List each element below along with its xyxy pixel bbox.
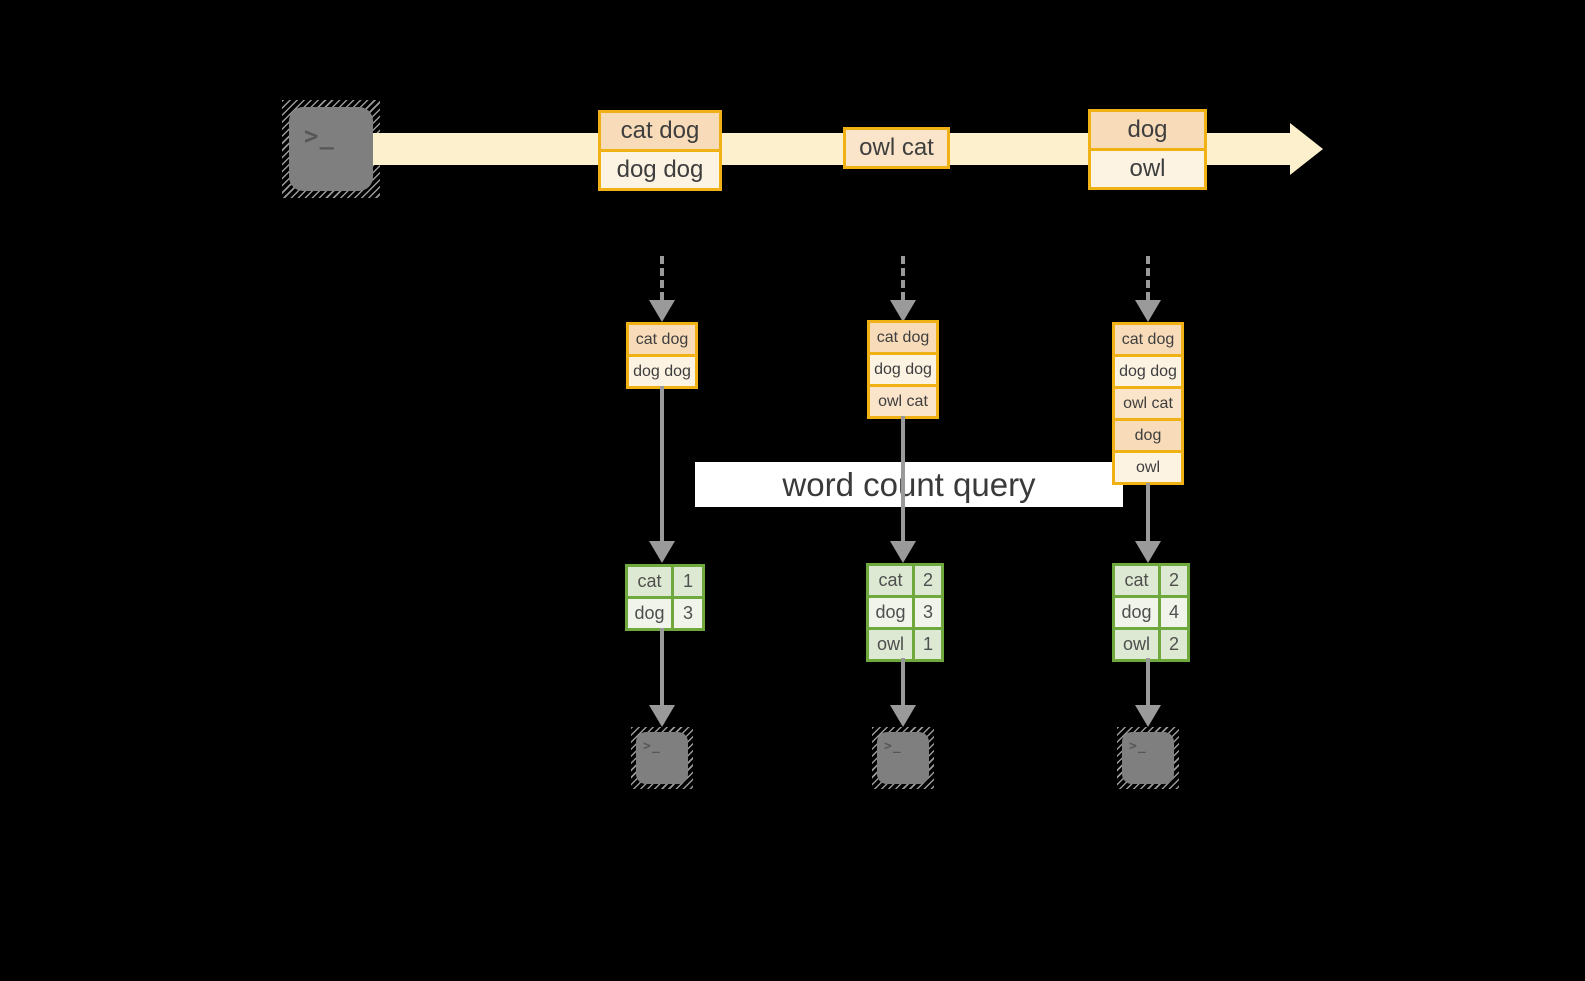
query-arrow-line-3 — [1146, 483, 1150, 541]
result-table-3: cat 2 dog 4 owl 2 — [1112, 563, 1190, 662]
output-arrowhead-icon-2 — [890, 705, 916, 727]
table-row: cat 1 — [628, 567, 702, 596]
stream-event-batch-1: cat dog dog dog — [598, 110, 722, 191]
output-arrow-line-2 — [901, 658, 905, 705]
count-cell: 3 — [915, 598, 941, 627]
query-arrowhead-icon-1 — [649, 541, 675, 563]
stream-record: cat dog — [601, 113, 719, 149]
output-arrow-line-1 — [660, 628, 664, 705]
word-cell: dog — [628, 599, 674, 628]
stream-record: dog dog — [601, 149, 719, 188]
sink-terminal-icon-2: >_ — [872, 727, 934, 789]
word-cell: owl — [869, 630, 915, 659]
terminal-prompt-glyph: >_ — [304, 122, 335, 150]
ingest-arrow-dashed-3 — [1146, 256, 1150, 300]
stack-record: owl cat — [870, 384, 936, 416]
count-cell: 4 — [1161, 598, 1187, 627]
table-row: cat 2 — [1115, 566, 1187, 595]
stream-event-batch-3: dog owl — [1088, 109, 1207, 190]
output-arrowhead-icon-1 — [649, 705, 675, 727]
stack-record: cat dog — [1115, 325, 1181, 354]
ingest-arrow-dashed-2 — [901, 256, 905, 300]
terminal-prompt-glyph: >_ — [884, 739, 902, 754]
count-cell: 1 — [915, 630, 941, 659]
count-cell: 2 — [1161, 630, 1187, 659]
terminal-icon — [877, 732, 929, 784]
query-arrowhead-icon-2 — [890, 541, 916, 563]
word-cell: dog — [869, 598, 915, 627]
record-stack-3: cat dog dog dog owl cat dog owl — [1112, 322, 1184, 485]
sink-terminal-icon-1: >_ — [631, 727, 693, 789]
terminal-icon — [1122, 732, 1174, 784]
output-arrow-line-3 — [1146, 658, 1150, 705]
output-arrowhead-icon-3 — [1135, 705, 1161, 727]
ingest-arrowhead-icon-1 — [649, 300, 675, 322]
word-cell: owl — [1115, 630, 1161, 659]
stack-record: owl cat — [1115, 386, 1181, 418]
table-row: owl 2 — [1115, 627, 1187, 659]
stack-record: owl — [1115, 450, 1181, 482]
stack-record: dog — [1115, 418, 1181, 450]
terminal-icon — [636, 732, 688, 784]
table-row: dog 4 — [1115, 595, 1187, 627]
stream-record: owl cat — [846, 130, 947, 166]
word-cell: dog — [1115, 598, 1161, 627]
ingest-arrowhead-icon-2 — [890, 300, 916, 322]
terminal-prompt-glyph: >_ — [1129, 739, 1147, 754]
record-stack-1: cat dog dog dog — [626, 322, 698, 389]
count-cell: 1 — [674, 567, 702, 596]
stream-timeline-arrowhead-icon — [1290, 123, 1323, 175]
stream-record: owl — [1091, 148, 1204, 187]
count-cell: 2 — [915, 566, 941, 595]
terminal-icon — [289, 107, 373, 191]
table-row: dog 3 — [628, 596, 702, 628]
stream-event-batch-2: owl cat — [843, 127, 950, 169]
stack-record: dog dog — [1115, 354, 1181, 386]
stack-record: cat dog — [870, 323, 936, 352]
stack-record: dog dog — [870, 352, 936, 384]
word-cell: cat — [869, 566, 915, 595]
stream-record: dog — [1091, 112, 1204, 148]
record-stack-2: cat dog dog dog owl cat — [867, 320, 939, 419]
table-row: dog 3 — [869, 595, 941, 627]
count-cell: 2 — [1161, 566, 1187, 595]
table-row: owl 1 — [869, 627, 941, 659]
query-arrow-line-1 — [660, 386, 664, 541]
query-arrowhead-icon-3 — [1135, 541, 1161, 563]
sink-terminal-icon-3: >_ — [1117, 727, 1179, 789]
source-terminal-icon: >_ — [282, 100, 380, 198]
count-cell: 3 — [674, 599, 702, 628]
word-cell: cat — [1115, 566, 1161, 595]
terminal-prompt-glyph: >_ — [643, 739, 661, 754]
query-arrow-line-2 — [901, 416, 905, 541]
stack-record: dog dog — [629, 354, 695, 386]
result-table-2: cat 2 dog 3 owl 1 — [866, 563, 944, 662]
ingest-arrow-dashed-1 — [660, 256, 664, 300]
table-row: cat 2 — [869, 566, 941, 595]
word-cell: cat — [628, 567, 674, 596]
ingest-arrowhead-icon-3 — [1135, 300, 1161, 322]
result-table-1: cat 1 dog 3 — [625, 564, 705, 631]
query-banner: word count query — [695, 462, 1123, 507]
stack-record: cat dog — [629, 325, 695, 354]
